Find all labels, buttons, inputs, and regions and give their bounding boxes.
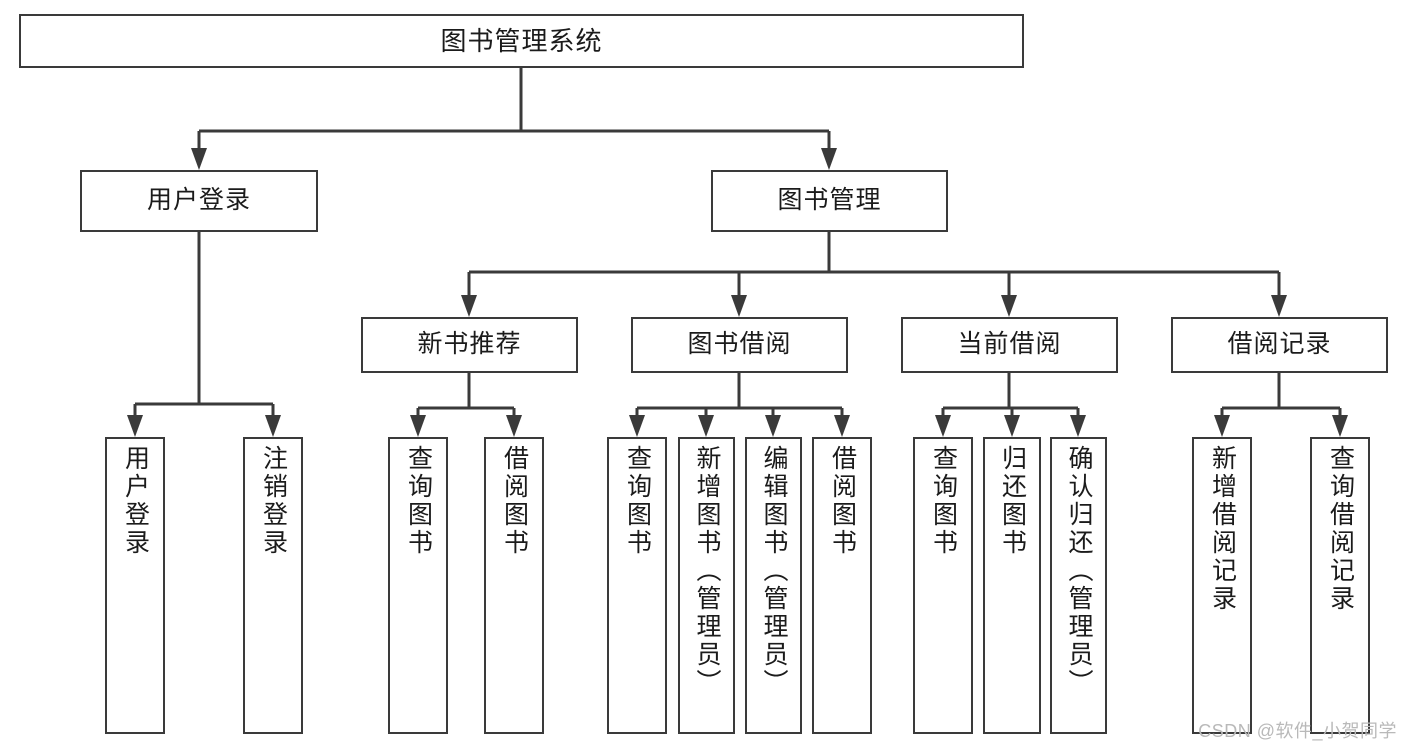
node-leaf-edit-book[interactable]: 编辑图书（管理员） <box>745 437 802 734</box>
node-label: 图书管理 <box>777 186 882 215</box>
node-leaf-add-record[interactable]: 新增借阅记录 <box>1192 437 1252 734</box>
node-label: 新增借阅记录 <box>1208 445 1237 613</box>
node-label: 新增图书（管理员） <box>693 445 721 697</box>
arrowhead-icon <box>821 148 837 170</box>
node-label: 新书推荐 <box>417 330 522 359</box>
node-leaf-confirm-return[interactable]: 确认归还（管理员） <box>1050 437 1107 734</box>
arrowhead-icon <box>1070 415 1086 437</box>
node-root[interactable]: 图书管理系统 <box>19 14 1024 68</box>
node-label: 编辑图书（管理员） <box>760 445 788 697</box>
arrowhead-icon <box>127 415 143 437</box>
node-label: 用户登录 <box>121 445 150 557</box>
node-label: 借阅记录 <box>1227 330 1332 359</box>
node-label: 当前借阅 <box>957 330 1062 359</box>
arrowhead-icon <box>935 415 951 437</box>
node-book-borrow[interactable]: 图书借阅 <box>631 317 848 373</box>
node-label: 注销登录 <box>259 445 288 557</box>
arrowhead-icon <box>1004 415 1020 437</box>
node-label: 归还图书 <box>998 445 1027 557</box>
node-leaf-query-book-3[interactable]: 查询图书 <box>913 437 973 734</box>
arrowhead-icon <box>1214 415 1230 437</box>
node-leaf-add-book[interactable]: 新增图书（管理员） <box>678 437 735 734</box>
node-label: 查询图书 <box>404 445 433 557</box>
node-leaf-query-book-2[interactable]: 查询图书 <box>607 437 667 734</box>
connector-lines <box>127 68 1348 437</box>
node-label: 用户登录 <box>146 186 251 215</box>
arrowhead-icon <box>1001 295 1017 317</box>
node-leaf-logout[interactable]: 注销登录 <box>243 437 303 734</box>
arrowhead-icon <box>265 415 281 437</box>
arrowhead-icon <box>410 415 426 437</box>
node-label: 查询图书 <box>929 445 958 557</box>
node-leaf-borrow-book-1[interactable]: 借阅图书 <box>484 437 544 734</box>
node-borrow-record[interactable]: 借阅记录 <box>1171 317 1388 373</box>
node-leaf-borrow-book-2[interactable]: 借阅图书 <box>812 437 872 734</box>
node-label: 借阅图书 <box>500 445 529 557</box>
node-leaf-query-record[interactable]: 查询借阅记录 <box>1310 437 1370 734</box>
arrowhead-icon <box>1332 415 1348 437</box>
node-current-borrow[interactable]: 当前借阅 <box>901 317 1118 373</box>
node-leaf-user-login[interactable]: 用户登录 <box>105 437 165 734</box>
node-leaf-return-book[interactable]: 归还图书 <box>983 437 1041 734</box>
node-label: 确认归还（管理员） <box>1065 445 1093 697</box>
arrowhead-icon <box>191 148 207 170</box>
node-label: 图书管理系统 <box>440 25 603 56</box>
arrowhead-icon <box>765 415 781 437</box>
arrowhead-icon <box>506 415 522 437</box>
node-new-book-rec[interactable]: 新书推荐 <box>361 317 578 373</box>
csdn-watermark: CSDN @软件_小贺同学 <box>1198 721 1397 741</box>
node-book-manage[interactable]: 图书管理 <box>711 170 948 232</box>
node-leaf-query-book-1[interactable]: 查询图书 <box>388 437 448 734</box>
node-label: 借阅图书 <box>828 445 857 557</box>
node-user-login[interactable]: 用户登录 <box>80 170 318 232</box>
arrowhead-icon <box>834 415 850 437</box>
node-label: 查询借阅记录 <box>1326 445 1355 613</box>
node-label: 查询图书 <box>623 445 652 557</box>
arrowhead-icon <box>698 415 714 437</box>
node-label: 图书借阅 <box>687 330 792 359</box>
arrowhead-icon <box>731 295 747 317</box>
arrowhead-icon <box>461 295 477 317</box>
arrowhead-icon <box>629 415 645 437</box>
arrowhead-icon <box>1271 295 1287 317</box>
